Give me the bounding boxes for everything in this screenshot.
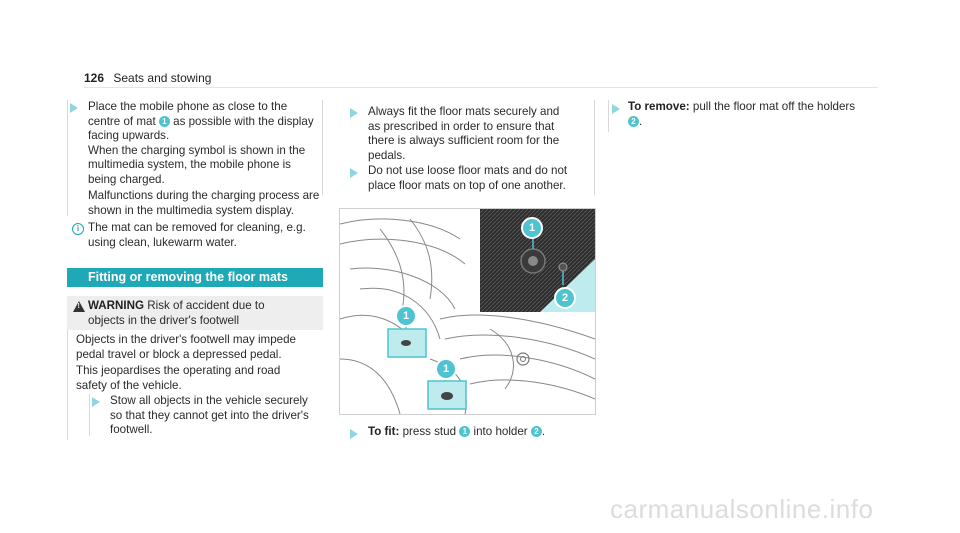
bullet-fit-securely: Always fit the floor mats securely and a…: [368, 105, 560, 162]
floor-mat-illustration: 1 2 1 1: [339, 208, 596, 415]
section-title: Fitting or removing the floor mats: [67, 268, 323, 287]
callout-1: 1: [459, 426, 471, 437]
page-number: 126: [84, 71, 105, 85]
step-arrow-icon: [70, 103, 78, 113]
header-rule: [84, 87, 878, 88]
callout-1-marker: 1: [521, 217, 543, 239]
callout-2: 2: [530, 426, 542, 437]
col2-bar-right: [594, 100, 595, 195]
section-name: Seats and stowing: [113, 71, 212, 85]
col2-bar: [322, 100, 323, 195]
step-arrow-icon: [92, 397, 100, 407]
info-icon: i: [72, 223, 84, 235]
footwell-drawing: [340, 209, 595, 414]
callout-1-marker: 1: [395, 305, 417, 327]
warning-header: WARNING Risk of accident due to objects …: [88, 299, 265, 327]
warning-title-box: [67, 296, 323, 330]
warning-step-bar: [89, 394, 90, 436]
step-arrow-icon: [350, 108, 358, 118]
watermark: carmanualsonline.info: [610, 494, 874, 524]
callout-1: 1: [158, 115, 170, 127]
warning-triangle-icon: [73, 301, 85, 312]
step-charging: Place the mobile phone as close to the c…: [88, 100, 320, 217]
warning-body: Objects in the driver's footwell may imp…: [76, 333, 297, 392]
step-stow: Stow all objects in the vehicle securely…: [110, 394, 309, 436]
step-remove: To remove: pull the floor mat off the ho…: [628, 100, 856, 128]
step-arrow-icon: [350, 168, 358, 178]
warning-bar: [67, 330, 68, 440]
callout-1-marker: 1: [435, 358, 457, 380]
callout-2: 2: [628, 115, 639, 127]
col3-bar: [608, 100, 609, 132]
step-arrow-icon: [612, 104, 620, 114]
step-fit: To fit: press stud 1 into holder 2.: [368, 425, 546, 438]
callout-2-marker: 2: [554, 287, 576, 309]
step-arrow-icon: [350, 429, 358, 439]
note-cleaning: The mat can be removed for cleaning, e.g…: [88, 221, 306, 249]
bullet-loose-mats: Do not use loose floor mats and do not p…: [368, 164, 568, 192]
page-header: 126 Seats and stowing: [84, 71, 211, 85]
col1-bar: [67, 100, 68, 216]
